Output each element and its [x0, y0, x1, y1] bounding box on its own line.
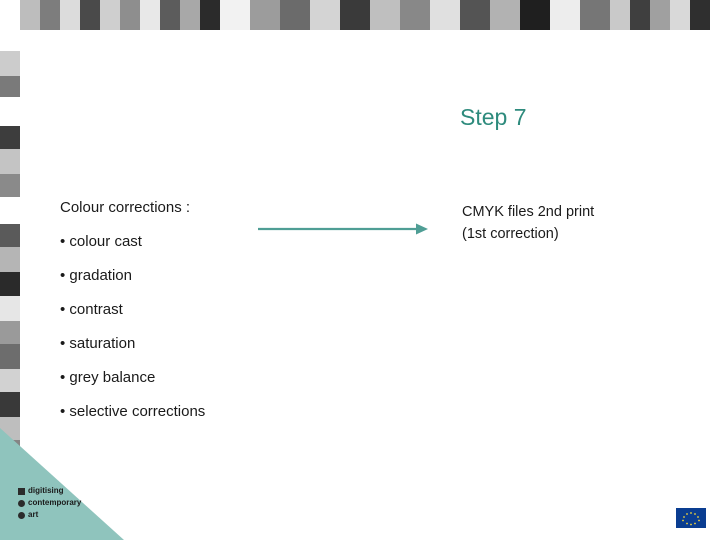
greyscale-swatch [0, 295, 20, 321]
list-item: • contrast [60, 301, 123, 318]
greyscale-swatch [460, 0, 490, 30]
greyscale-swatch [20, 0, 40, 30]
greyscale-swatch [280, 0, 310, 30]
logo-text-contemporary: contemporary [28, 498, 82, 507]
greyscale-swatch [430, 0, 460, 30]
greyscale-swatch [630, 0, 650, 30]
greyscale-swatch [340, 0, 370, 30]
logo-line-2: contemporary [18, 498, 98, 508]
greyscale-swatch [0, 197, 20, 225]
square-icon [18, 487, 25, 495]
logo: digitising contemporary art [18, 486, 98, 522]
list-item: • gradation [60, 267, 132, 284]
greyscale-swatch [0, 391, 20, 417]
greyscale-swatch [0, 174, 20, 198]
list-item: • saturation [60, 335, 136, 352]
greyscale-swatch [0, 0, 20, 30]
greyscale-swatch [0, 272, 20, 296]
greyscale-swatch [0, 149, 20, 175]
greyscale-swatch [0, 76, 20, 98]
logo-line-3: art [18, 510, 98, 520]
right-arrow-icon [258, 223, 428, 235]
greyscale-swatch [180, 0, 200, 30]
greyscale-swatch [610, 0, 630, 30]
logo-text-art: art [28, 510, 39, 519]
circle-icon [18, 499, 25, 507]
first-correction-label: (1st correction) [462, 226, 559, 242]
greyscale-swatch [310, 0, 340, 30]
cmyk-files-label: CMYK files 2nd print [462, 204, 595, 220]
greyscale-swatch [100, 0, 120, 30]
greyscale-swatch [160, 0, 180, 30]
greyscale-swatch [40, 0, 60, 30]
logo-line-1: digitising [18, 486, 98, 496]
greyscale-swatch [690, 0, 710, 30]
list-item: • selective corrections [60, 403, 206, 420]
greyscale-swatch [200, 0, 220, 30]
greyscale-swatch [0, 51, 20, 77]
greyscale-swatch [0, 224, 20, 248]
list-item: • colour cast [60, 233, 142, 250]
page-title: Step 7 [460, 104, 527, 130]
greyscale-swatch [140, 0, 160, 30]
colour-corrections-heading: Colour corrections : [60, 199, 191, 216]
greyscale-swatch [0, 368, 20, 392]
circle-icon-2 [18, 511, 25, 519]
greyscale-swatch [520, 0, 550, 30]
greyscale-swatch [400, 0, 430, 30]
greyscale-swatch [120, 0, 140, 30]
greyscale-swatch [220, 0, 250, 30]
greyscale-swatch [370, 0, 400, 30]
left-content-column: Colour corrections : • colour cast • gra… [60, 199, 430, 437]
greyscale-swatch [250, 0, 280, 30]
greyscale-swatch [80, 0, 100, 30]
greyscale-swatch [0, 126, 20, 150]
greyscale-swatch [580, 0, 610, 30]
corner-triangle-decoration [0, 428, 124, 540]
greyscale-swatch [0, 30, 20, 52]
greyscale-swatch [0, 343, 20, 369]
logo-text-digitising: digitising [28, 486, 64, 495]
greyscale-top-strip [0, 0, 720, 30]
list-item: • grey balance [60, 369, 156, 386]
greyscale-swatch [0, 320, 20, 344]
greyscale-swatch [490, 0, 520, 30]
greyscale-swatch [650, 0, 670, 30]
eu-stars-icon [682, 511, 700, 525]
greyscale-swatch [550, 0, 580, 30]
greyscale-swatch [0, 247, 20, 273]
greyscale-swatch [0, 97, 20, 127]
greyscale-swatch [670, 0, 690, 30]
right-content-column: CMYK files 2nd print (1st correction) [462, 201, 702, 245]
eu-flag [676, 508, 706, 528]
greyscale-swatch [60, 0, 80, 30]
